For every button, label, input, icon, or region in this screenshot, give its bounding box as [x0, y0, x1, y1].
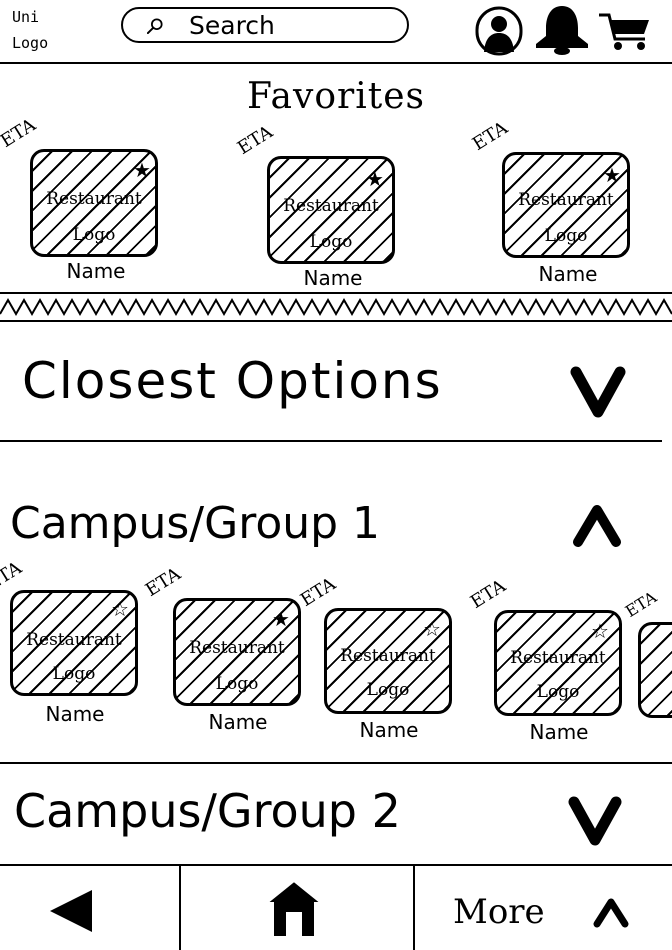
section-divider [0, 762, 672, 764]
favorite-card-3[interactable]: ETA Restaurant Logo ★ Name [469, 117, 634, 292]
bottom-nav: More [0, 864, 672, 950]
restaurant-logo[interactable]: Restaurant Logo ☆ [494, 610, 622, 716]
logo-text: Logo [52, 664, 96, 684]
favorite-card-2[interactable]: ETA Restaurant Logo ★ Name [234, 121, 399, 296]
favorite-star-icon[interactable]: ☆ [111, 597, 129, 621]
eta-label: ETA [296, 573, 340, 611]
more-button[interactable]: More [415, 866, 672, 950]
back-arrow-icon [50, 890, 92, 932]
favorite-star-icon[interactable]: ★ [272, 607, 290, 631]
favorite-star-icon[interactable]: ☆ [591, 619, 609, 643]
restaurant-card[interactable]: ETA Restaurant Logo ☆ Name [297, 573, 454, 748]
group-1-title[interactable]: Campus/Group 1 [10, 498, 381, 549]
logo-text: Logo [309, 232, 353, 252]
logo-text: Restaurant [283, 196, 379, 216]
logo-text: Logo [72, 225, 116, 245]
restaurant-logo[interactable]: Restaurant Logo ★ [30, 149, 158, 257]
restaurant-card[interactable]: ETA Restaurant Logo ☆ Name [467, 575, 624, 750]
uni-logo[interactable]: Uni Logo [12, 4, 72, 56]
top-bar: Uni Logo [0, 0, 672, 64]
eta-label: ETA [468, 117, 512, 155]
logo-line-1: Uni [12, 8, 40, 26]
logo-text: Logo [366, 680, 410, 700]
closest-options-title[interactable]: Closest Options [22, 352, 443, 410]
bell-icon[interactable] [533, 2, 591, 56]
restaurant-logo[interactable]: Restaurant Logo ☆ [10, 590, 138, 696]
eta-label: ETA [233, 121, 277, 159]
divider-zigzag [0, 292, 672, 322]
favorite-card-1[interactable]: ETA Restaurant Logo ★ Name [0, 114, 162, 289]
logo-text: Restaurant [510, 648, 606, 668]
logo-text: Restaurant [518, 190, 614, 210]
restaurant-name: Name [303, 266, 363, 290]
restaurant-card-partial[interactable]: ETA [622, 587, 672, 742]
section-divider [0, 440, 662, 442]
restaurant-logo[interactable] [638, 622, 672, 718]
search-icon [147, 18, 163, 34]
logo-text: Restaurant [26, 630, 122, 650]
favorite-star-icon[interactable]: ★ [133, 158, 151, 182]
chevron-down-icon[interactable] [570, 366, 626, 422]
home-icon [267, 879, 321, 936]
chevron-up-icon [593, 898, 629, 928]
cart-icon[interactable] [597, 12, 653, 52]
logo-line-2: Logo [12, 34, 49, 52]
chevron-up-icon[interactable] [572, 502, 622, 552]
restaurant-name: Name [529, 720, 589, 744]
logo-text: Logo [536, 682, 580, 702]
group-2-title[interactable]: Campus/Group 2 [14, 784, 401, 838]
eta-label: ETA [0, 114, 40, 152]
restaurant-logo[interactable]: Restaurant Logo ★ [267, 156, 395, 264]
logo-text: Logo [215, 674, 259, 694]
favorite-star-icon[interactable]: ★ [366, 167, 384, 191]
restaurant-logo[interactable]: Restaurant Logo ★ [173, 598, 301, 706]
favorite-star-icon[interactable]: ★ [603, 163, 621, 187]
restaurant-name: Name [359, 718, 419, 742]
eta-label: ETA [621, 587, 661, 621]
logo-text: Restaurant [340, 646, 436, 666]
eta-label: ETA [466, 575, 510, 613]
restaurant-logo[interactable]: Restaurant Logo ☆ [324, 608, 452, 714]
search-input[interactable] [189, 11, 389, 39]
logo-text: Restaurant [189, 638, 285, 658]
eta-label: ETA [141, 563, 185, 601]
more-label: More [453, 892, 545, 932]
back-button[interactable] [0, 866, 181, 950]
restaurant-card[interactable]: ETA Restaurant Logo ★ Name [142, 563, 303, 738]
chevron-down-icon[interactable] [568, 796, 622, 850]
restaurant-name: Name [45, 702, 105, 726]
logo-text: Logo [544, 226, 588, 246]
profile-icon[interactable] [475, 6, 523, 56]
favorites-title: Favorites [247, 76, 425, 117]
restaurant-logo[interactable]: Restaurant Logo ★ [502, 152, 630, 258]
logo-text: Restaurant [46, 189, 142, 209]
restaurant-name: Name [66, 259, 126, 283]
favorite-star-icon[interactable]: ☆ [423, 617, 441, 641]
restaurant-name: Name [538, 262, 598, 286]
restaurant-name: Name [208, 710, 268, 734]
home-button[interactable] [181, 866, 415, 950]
restaurant-card[interactable]: ETA Restaurant Logo ☆ Name [0, 557, 140, 730]
search-bar[interactable] [121, 7, 409, 43]
